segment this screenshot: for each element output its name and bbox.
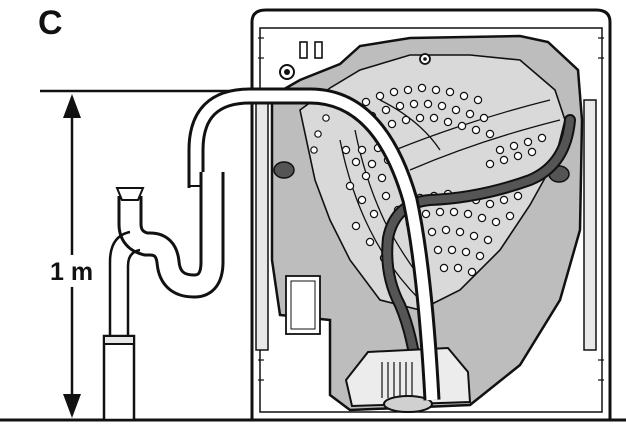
height-dimension-arrow — [63, 94, 81, 418]
panel-letter: C — [38, 4, 63, 42]
machine-rear — [250, 8, 612, 422]
height-label: 1 m — [50, 258, 93, 286]
connector-slots — [299, 41, 323, 59]
left-mount-icon — [273, 161, 295, 179]
pump-grille — [381, 362, 413, 398]
drain-outlet — [383, 395, 433, 413]
label-backdrop — [50, 255, 98, 287]
service-panel — [285, 275, 321, 335]
standpipe-trap — [102, 172, 225, 422]
standpipe — [102, 334, 136, 422]
